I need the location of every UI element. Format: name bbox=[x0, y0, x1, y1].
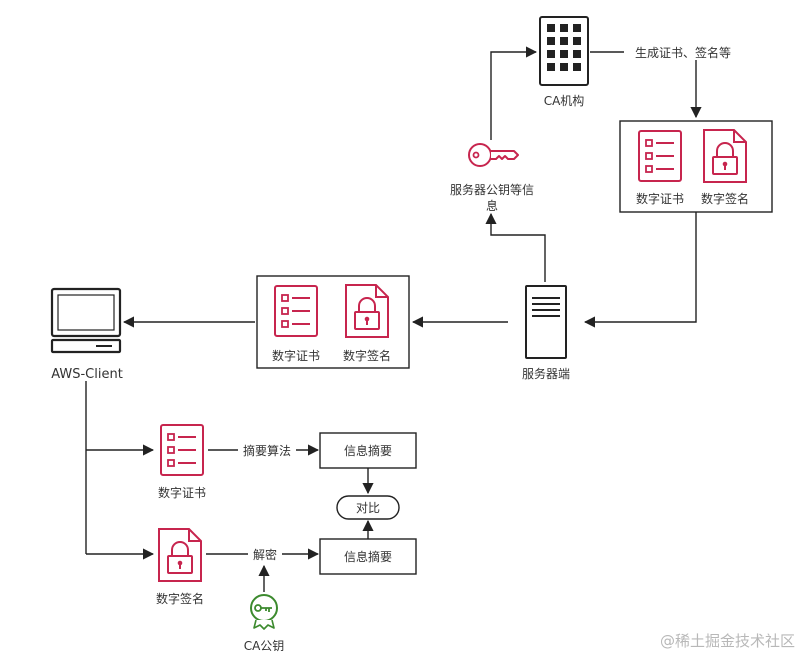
digest-box-top bbox=[319, 432, 417, 469]
signature-icon bbox=[345, 284, 389, 338]
top-sig-label: 数字签名 bbox=[701, 191, 749, 206]
server-key-label-cont: 息 bbox=[486, 198, 498, 213]
certificate-icon bbox=[274, 285, 318, 337]
certificate-icon bbox=[638, 130, 682, 182]
digest-top-label: 信息摘要 bbox=[344, 443, 392, 458]
edge-label-generate: 生成证书、签名等 bbox=[635, 45, 731, 60]
edge-label-hash: 摘要算法 bbox=[243, 443, 291, 458]
server-icon bbox=[525, 285, 567, 359]
digest-box-bottom bbox=[319, 538, 417, 575]
mid-sig-label: 数字签名 bbox=[343, 348, 391, 363]
key-icon bbox=[468, 143, 519, 167]
ca-label: CA机构 bbox=[544, 93, 585, 108]
top-cert-label: 数字证书 bbox=[636, 191, 684, 206]
server-label: 服务器端 bbox=[522, 366, 570, 381]
watermark: @稀土掘金技术社区 bbox=[660, 632, 795, 650]
ca-building-icon bbox=[539, 16, 589, 86]
ca-key-label: CA公钥 bbox=[244, 639, 285, 653]
signature-icon bbox=[158, 528, 202, 582]
edge-label-decrypt: 解密 bbox=[253, 547, 277, 562]
certificate-icon bbox=[160, 424, 204, 476]
client-monitor-icon bbox=[50, 287, 122, 354]
digest-bottom-label: 信息摘要 bbox=[344, 549, 392, 564]
client-label: AWS-Client bbox=[51, 367, 123, 382]
verify-sig-label: 数字签名 bbox=[156, 591, 204, 606]
mid-cert-label: 数字证书 bbox=[272, 348, 320, 363]
compare-node bbox=[336, 495, 400, 520]
signature-icon bbox=[703, 129, 747, 183]
server-key-label: 服务器公钥等信 bbox=[450, 182, 534, 197]
compare-label: 对比 bbox=[356, 501, 380, 515]
verify-cert-label: 数字证书 bbox=[158, 485, 206, 500]
ca-public-key-icon bbox=[250, 594, 278, 630]
